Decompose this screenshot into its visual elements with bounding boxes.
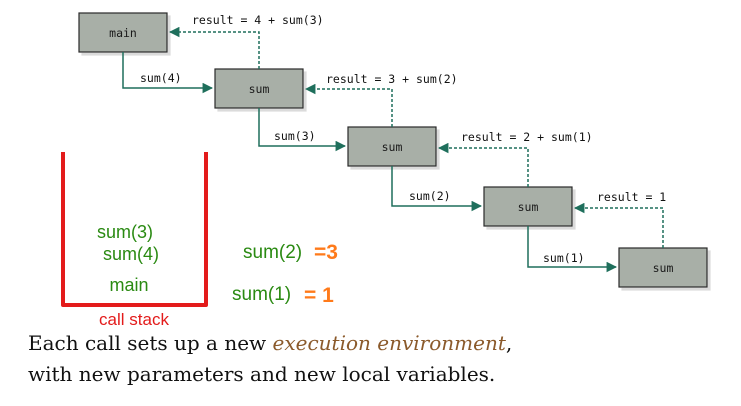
frame-sum-2-label: sum [518,200,539,214]
caption-emphasis: execution environment [272,331,506,355]
call-arrow-3 [391,166,483,212]
return-arrow-4 [573,202,664,248]
caption-line-2: with new parameters and new local variab… [28,362,496,386]
call-arrow-2 [258,108,347,152]
return-label-3: result = 2 + sum(1) [461,130,593,144]
call-label-2: sum(3) [274,129,316,143]
call-arrow-1 [122,52,214,94]
return-label-4: result = 1 [597,190,666,204]
return-arrow-3 [437,142,529,187]
call-label-3: sum(2) [409,189,451,203]
frame-sum-2: sum [483,186,573,227]
call-stack-label: call stack [99,310,169,329]
caption-prefix: Each call sets up a new [28,331,273,355]
frame-sum-4-label: sum [249,82,270,96]
call-label-4: sum(1) [543,251,585,265]
stack-item-2: sum(4) [103,244,159,264]
call-stack-container [61,152,208,307]
return-arrow-1 [168,26,260,69]
return-label-1: result = 4 + sum(3) [192,13,324,27]
frame-sum-3: sum [347,126,437,167]
annotation-sum2-value: =3 [314,241,338,264]
frame-sum-1: sum [618,247,708,288]
return-label-2: result = 3 + sum(2) [326,72,458,86]
frame-main-label: main [109,26,137,40]
call-diagram: main sum sum sum sum [61,12,708,329]
caption-line-1: Each call sets up a new execution enviro… [28,331,512,355]
frame-main: main [78,12,168,53]
annotation-sum1: sum(1) [232,284,291,305]
call-label-1: sum(4) [140,71,182,85]
annotation-sum2: sum(2) [243,242,302,263]
call-arrow-4 [527,226,618,273]
frame-sum-4: sum [214,68,304,109]
frame-sum-1-label: sum [653,261,674,275]
annotation-sum1-value: = 1 [304,284,334,307]
stack-item-1: sum(3) [97,222,153,242]
return-arrow-2 [304,83,393,127]
caption-suffix: , [505,331,513,355]
frame-sum-3-label: sum [382,140,403,154]
stack-item-3: main [109,275,148,295]
